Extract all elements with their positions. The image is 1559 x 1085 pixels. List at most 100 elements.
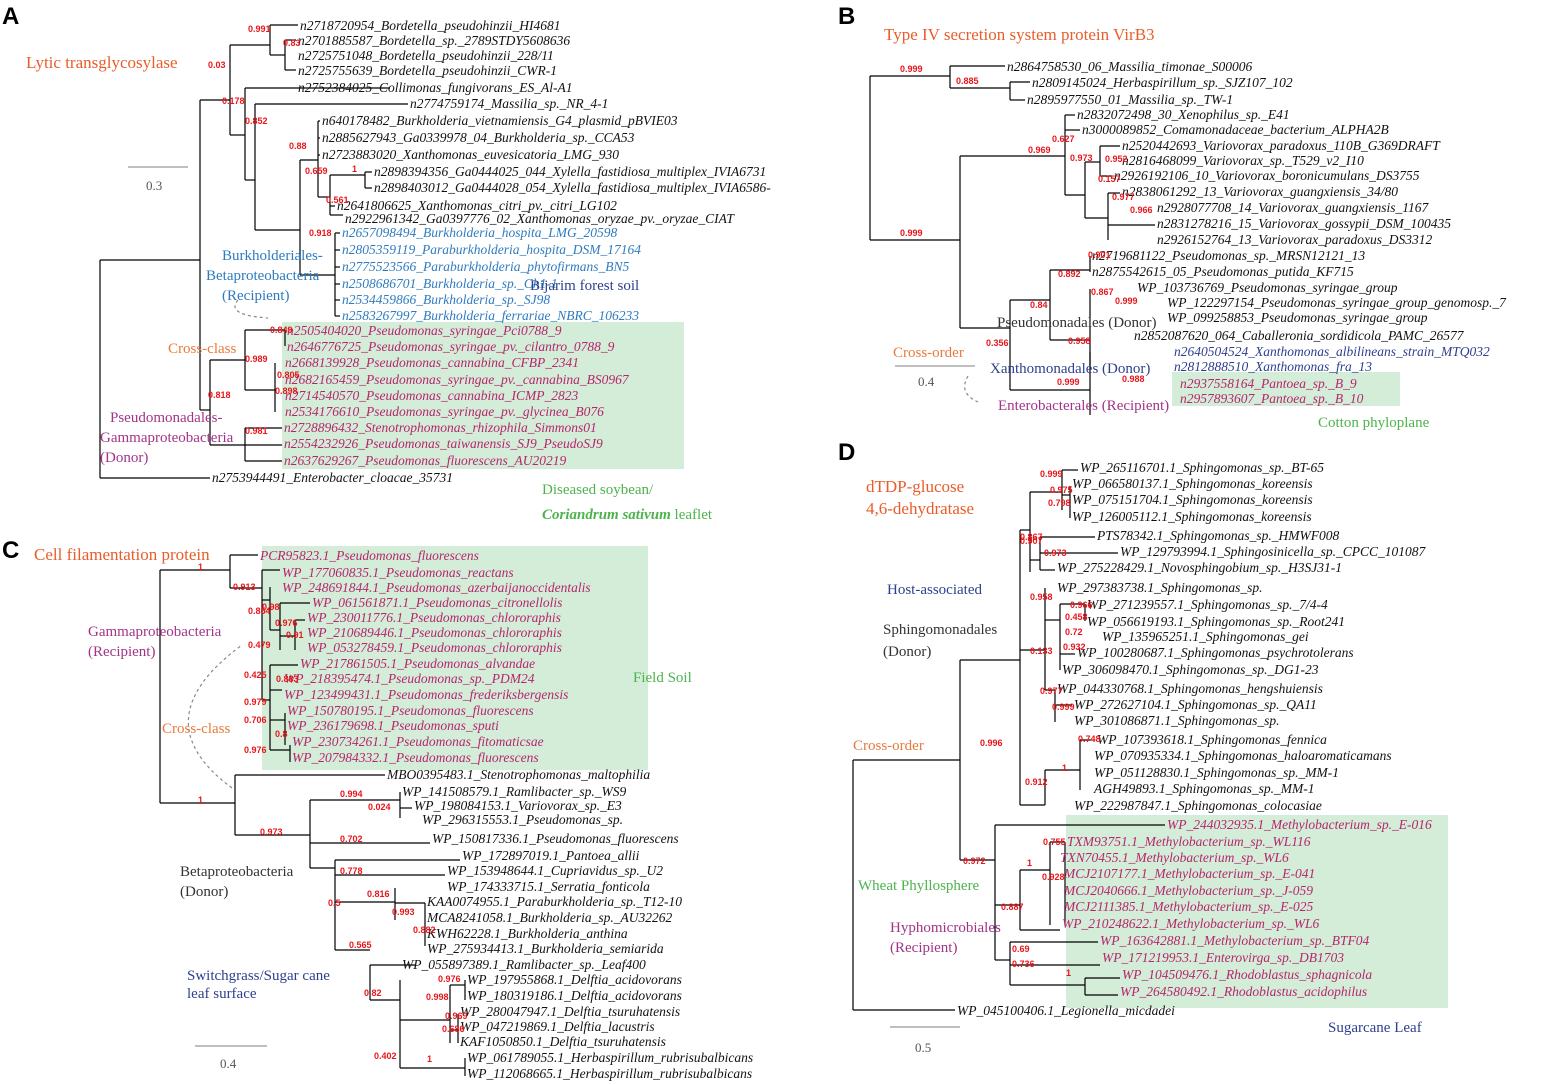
annot-d-3: Cross-order (853, 738, 924, 754)
leaf-label: n2505404020_Pseudomonas_syringae_Pci0788… (287, 323, 562, 338)
leaf-label: n2775523566_Paraburkholderia_phytofirman… (342, 259, 629, 274)
leaf-label: WP_230734261.1_Pseudomonas_fitomaticsae (292, 734, 544, 749)
leaf-label: n2928077708_14_Variovorax_guangxiensis_1… (1157, 200, 1429, 215)
leaf-label: n3000089852_Comamonadaceae_bacterium_ALP… (1082, 122, 1389, 137)
support-value: 1 (1027, 858, 1032, 868)
leaf-label: n2637629267_Pseudomonas_fluorescens_AU20… (284, 453, 566, 468)
leaf-label: WP_044330768.1_Sphingomonas_hengshuiensi… (1057, 681, 1323, 696)
panel-d-tree (852, 469, 1165, 1011)
support-value: 0.973 (1070, 153, 1093, 163)
leaf-label: TXM93751.1_Methylobacterium_sp._WL116 (1067, 834, 1311, 849)
leaf-label: WP_153948644.1_Cupriavidus_sp._U2 (447, 863, 663, 878)
leaf-label: WP_100280687.1_Sphingomonas_psychrotoler… (1077, 645, 1354, 660)
support-value: 0.966 (1070, 600, 1093, 610)
support-value: 0.993 (392, 907, 415, 917)
leaf-label: n2718720954_Bordetella_pseudohinzii_HI46… (300, 18, 560, 33)
leaf-label: n2832072498_30_Xenophilus_sp._E41 (1077, 107, 1290, 122)
leaf-label: TXN70455.1_Methylobacterium_sp._WL6 (1060, 850, 1289, 865)
support-value: 0.958 (1030, 592, 1053, 602)
leaf-label: WP_129793994.1_Sphingosinicella_sp._CPCC… (1120, 544, 1426, 559)
annot-d-5: Hyphomicrobiales (890, 920, 1001, 936)
leaf-label: n2646776725_Pseudomonas_syringae_pv._cil… (287, 339, 615, 354)
annot-a-3: Bijarim forest soil (530, 278, 639, 294)
support-value: 0.867 (1020, 532, 1043, 542)
leaf-label: WP_163642881.1_Methylobacterium_sp._BTF0… (1100, 933, 1369, 948)
support-value: 0.84 (1030, 300, 1048, 310)
support-value: 0.659 (305, 166, 328, 176)
panel-c-title: Cell filamentation protein (34, 545, 210, 564)
panel-c-highlight (262, 546, 648, 770)
support-value: 0.966 (1130, 205, 1153, 215)
panel-c-scale-label: 0.4 (220, 1056, 237, 1071)
leaf-label: WP_174333715.1_Serratia_fonticola (447, 879, 650, 894)
panel-c-annotations: Gammaproteobacteria (Recipient) Field So… (88, 624, 692, 1002)
leaf-label: n2852087620_064_Caballeronia_sordidicola… (1134, 328, 1465, 343)
leaf-label: n2725751048_Bordetella_pseudohinzii_228/… (298, 48, 554, 63)
leaf-label: WP_306098470.1_Sphingomonas_sp._DG1-23 (1062, 662, 1319, 677)
leaf-label: WP_296315553.1_Pseudomonas_sp. (422, 812, 623, 827)
leaf-label: WP_056619193.1_Sphingomonas_sp._Root241 (1087, 614, 1345, 629)
leaf-label: n2816468099_Variovorax_sp._T529_v2_I10 (1122, 153, 1364, 168)
support-value: 0.82 (364, 988, 382, 998)
panel-b-tree (869, 65, 1155, 415)
leaf-label: WP_103736769_Pseudomonas_syringae_group (1137, 280, 1398, 295)
leaf-label: n2809145024_Herbaspirillum_sp._SJZ107_10… (1032, 75, 1293, 90)
leaf-label: KAA0074955.1_Paraburkholderia_sp._T12-10 (426, 894, 682, 909)
annot-d-1: Sphingomonadales (883, 622, 997, 638)
leaf-label: n2898394356_Ga0444025_044_Xylella_fastid… (374, 164, 766, 179)
support-value: 0.849 (270, 325, 293, 335)
annot-a-10: leaflet (671, 507, 713, 523)
annot-a-5: Pseudomonadales- (110, 410, 222, 426)
support-value: 0.973 (260, 827, 283, 837)
leaf-label: KWH62228.1_Burkholderia_anthina (426, 926, 628, 941)
leaf-label: WP_210248622.1_Methylobacterium_sp._WL6 (1062, 916, 1319, 931)
leaf-label: n2838061292_13_Variovorax_guangxiensis_3… (1122, 184, 1398, 199)
leaf-label: WP_236179698.1_Pseudomonas_sputi (287, 718, 499, 733)
support-value: 0.892 (1058, 269, 1081, 279)
support-value: 0.981 (245, 426, 268, 436)
leaf-label: n2753944491_Enterobacter_cloacae_35731 (212, 470, 453, 485)
support-value: 0.898 (275, 386, 298, 396)
annot-a-6: Gammaproteobacteria (100, 430, 234, 446)
leaf-label: PTS78342.1_Sphingomonas_sp._HMWF008 (1096, 528, 1339, 543)
support-value: 0.157 (1098, 174, 1121, 184)
support-value: 0.565 (349, 940, 372, 950)
leaf-label: n2714540570_Pseudomonas_cannabina_ICMP_2… (285, 388, 578, 403)
support-value: 0.887 (1001, 902, 1024, 912)
leaf-label: WP_264580492.1_Rhodoblastus_acidophilus (1120, 984, 1367, 999)
support-value: 1 (198, 562, 203, 572)
annot-c-6: Switchgrass/Sugar cane (187, 968, 330, 984)
panel-d-annotations: Host-associated Sphingomonadales (Donor)… (853, 582, 1422, 1036)
annot-c-2: Field Soil (633, 670, 692, 686)
support-value: 0.178 (222, 96, 245, 106)
support-value: 0.977 (1112, 192, 1135, 202)
leaf-label: n2583267997_Burkholderia_ferrariae_NBRC_… (342, 308, 639, 323)
leaf-label: WP_066580137.1_Sphingomonas_koreensis (1072, 476, 1313, 491)
support-value: 0.969 (445, 1011, 468, 1021)
support-value: 0.03 (208, 60, 226, 70)
leaf-label: n2640504524_Xanthomonas_albilineans_stra… (1174, 344, 1490, 359)
support-value: 0.356 (986, 338, 1009, 348)
support-value: 0.999 (1057, 377, 1080, 387)
support-value: 0.402 (374, 1051, 397, 1061)
panel-c-arrow (187, 644, 243, 789)
leaf-label: WP_275934413.1_Burkholderia_semiarida (427, 941, 664, 956)
support-value: 0.72 (1065, 627, 1083, 637)
support-value: 0.024 (368, 802, 391, 812)
panel-d-label: D (838, 439, 855, 466)
leaf-label: n2875542615_05_Pseudomonas_putida_KF715 (1092, 264, 1354, 279)
leaf-label: n2812888510_Xanthomonas_fra_13 (1174, 359, 1372, 374)
panel-a: A Lytic transglycosylase (2, 3, 771, 523)
leaf-label: WP_112068665.1_Herbaspirillum_rubrisubal… (467, 1066, 752, 1081)
annot-a-2: (Recipient) (222, 288, 289, 304)
support-value: 0.976 (244, 745, 267, 755)
leaf-label: n2728896432_Stenotrophomonas_rhizophila_… (284, 420, 597, 435)
support-value: 0.5 (328, 898, 341, 908)
leaf-label: WP_207984332.1_Pseudomonas_fluorescens (292, 750, 539, 765)
support-value: 0.901 (1088, 250, 1111, 260)
annot-d-0: Host-associated (887, 582, 982, 598)
leaf-label: WP_047219869.1_Delftia_lacustris (460, 1019, 655, 1034)
leaf-label: n2657098494_Burkholderia_hospita_LMG_205… (342, 225, 617, 240)
support-value: 0.969 (1028, 145, 1051, 155)
panel-d-supports: 0.9990.9750.7980.8670.9070.9730.9580.966… (963, 469, 1101, 978)
